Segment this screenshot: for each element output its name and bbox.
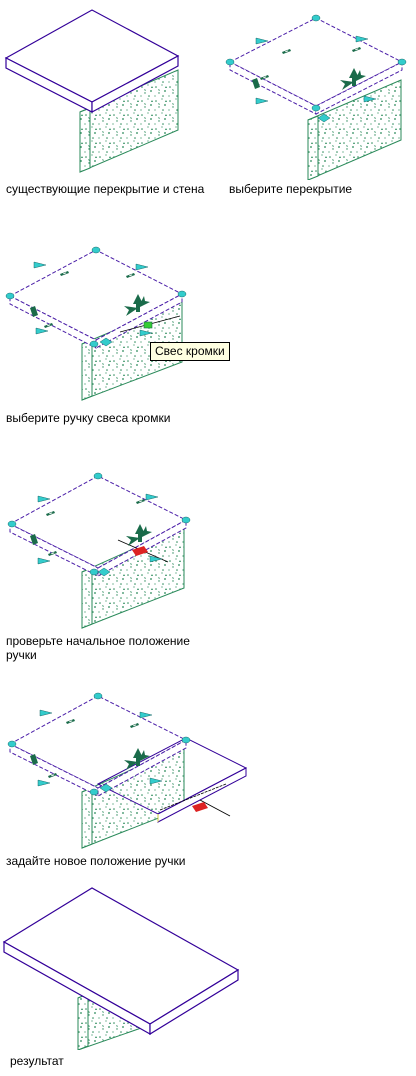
circle-grip-icon <box>225 58 235 66</box>
circle-grip-icon <box>311 14 321 22</box>
caption-step6: результат <box>10 1054 64 1068</box>
figure-new-grip-position <box>7 692 248 849</box>
figure-initial-grip-position <box>7 472 191 629</box>
caption-step4: проверьте начальное положение ручки <box>6 634 190 662</box>
triangle-grip-icon <box>255 97 269 105</box>
red-grip-icon <box>132 546 148 556</box>
circle-grip-icon <box>397 58 407 66</box>
caption-step5: задайте новое положение ручки <box>6 854 186 868</box>
rect-grip-icon <box>352 47 361 52</box>
overhang-grip-icon <box>143 321 153 329</box>
caption-step1: существующие перекрытие и стена <box>6 182 205 196</box>
figure-result <box>2 887 240 1050</box>
figure-existing-slab-wall <box>4 9 180 173</box>
triangle-grip-icon <box>255 37 269 45</box>
rect-grip-icon <box>282 49 291 54</box>
circle-grip-icon <box>311 104 321 112</box>
figure-select-overhang-grip <box>5 246 187 401</box>
triangle-grip-icon <box>355 35 369 43</box>
figure-select-slab <box>225 14 407 180</box>
slab-side <box>91 54 179 114</box>
caption-step3: выберите ручку свеса кромки <box>6 411 171 425</box>
wall-side <box>79 107 91 173</box>
tooltip-edge-overhang: Свес кромки <box>150 342 230 361</box>
caption-step2: выберите перекрытие <box>229 182 353 196</box>
